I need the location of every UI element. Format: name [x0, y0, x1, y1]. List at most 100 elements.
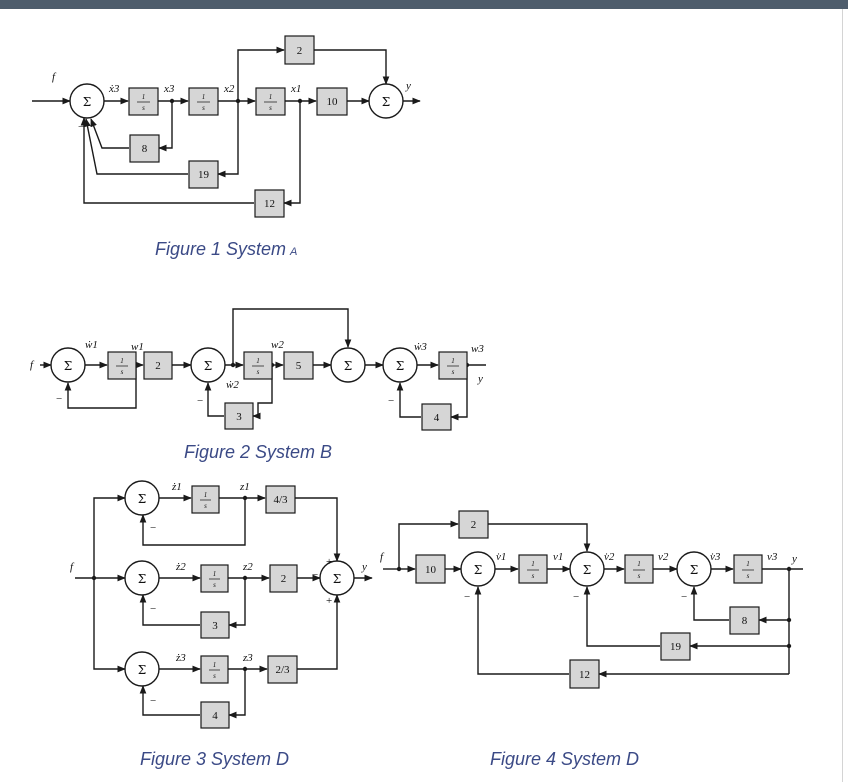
fig4-label-v3dot: v̇3: [710, 551, 721, 563]
fig4-gain-12: 12: [569, 659, 600, 689]
page-right-edge: [842, 9, 843, 782]
svg-text:Σ: Σ: [138, 572, 146, 586]
fig4-summer-1: Σ: [460, 551, 496, 587]
fig3-summer-2: Σ: [124, 560, 160, 596]
fig2-summer-4: Σ: [382, 347, 418, 383]
fig4-gain-2: 2: [458, 510, 489, 539]
fig2-summer-2: Σ: [190, 347, 226, 383]
fig4-summer-3: Σ: [676, 551, 712, 587]
fig2-label-f: f: [30, 359, 35, 371]
svg-text:s: s: [202, 104, 205, 112]
fig4-minus-1: −: [464, 591, 470, 603]
fig3-label-z3dot: ż3: [175, 652, 186, 664]
svg-text:2/3: 2/3: [275, 664, 290, 676]
svg-text:1: 1: [202, 93, 206, 101]
svg-text:s: s: [638, 572, 641, 580]
top-bar: [0, 0, 848, 9]
fig3-plus-top: +: [326, 556, 332, 568]
fig2-summer-3: Σ: [330, 347, 366, 383]
fig3-label-z1dot: ż1: [171, 481, 182, 493]
fig3-gain-3: 3: [200, 611, 230, 639]
fig4-label-f: f: [380, 551, 385, 563]
svg-text:1: 1: [269, 93, 273, 101]
fig1-gain-12: 12: [254, 189, 285, 218]
svg-text:12: 12: [579, 669, 590, 681]
svg-text:3: 3: [236, 411, 242, 423]
fig4-integrator-2: 1 s: [624, 554, 654, 584]
svg-text:8: 8: [742, 615, 748, 627]
svg-text:Σ: Σ: [64, 359, 72, 373]
fig3-gain-4-3: 4/3: [265, 485, 296, 514]
svg-text:s: s: [269, 104, 272, 112]
fig2-label-w3dot: ẇ3: [414, 341, 427, 353]
fig1-gain-8: 8: [129, 134, 160, 163]
fig2-label-w2dot: ẇ2: [226, 379, 239, 391]
svg-text:Σ: Σ: [344, 359, 352, 373]
fig2-gain-4: 4: [421, 403, 452, 431]
fig1-label-x1: x1: [290, 83, 301, 95]
svg-text:s: s: [257, 368, 260, 376]
fig3-label-z2dot: ż2: [175, 561, 186, 573]
fig1-label-x2: x2: [223, 83, 235, 95]
fig2-integrator-2: 1 s: [243, 351, 273, 380]
svg-text:5: 5: [296, 360, 302, 372]
fig1-integrator-3: 1 s: [255, 87, 286, 116]
figure-3-system-d-parallel: Σ Σ Σ Σ − − − + − + 1 s 1 s: [70, 480, 373, 769]
fig3-gain-2-3: 2/3: [267, 655, 298, 684]
figure-1-system-a: Σ Σ − 1 s 1 s 1 s 2: [32, 35, 421, 259]
svg-text:19: 19: [198, 169, 210, 181]
svg-text:1: 1: [142, 93, 146, 101]
fig4-integrator-3: 1 s: [733, 554, 763, 584]
svg-text:s: s: [213, 581, 216, 589]
svg-text:2: 2: [471, 519, 477, 531]
svg-text:1: 1: [531, 560, 535, 568]
fig2-gain-3: 3: [224, 402, 254, 430]
svg-text:Σ: Σ: [396, 359, 404, 373]
svg-text:Σ: Σ: [382, 95, 390, 109]
svg-text:s: s: [204, 502, 207, 510]
fig4-label-v2: v2: [658, 551, 669, 563]
svg-text:1: 1: [120, 357, 124, 365]
fig3-summer-1: Σ: [124, 480, 160, 516]
fig2-integrator-3: 1 s: [438, 351, 468, 380]
fig4-integrator-1: 1 s: [518, 554, 548, 584]
fig3-integrator-1: 1 s: [191, 485, 220, 514]
fig2-gain-2: 2: [143, 351, 173, 380]
svg-text:2: 2: [297, 45, 303, 57]
svg-text:s: s: [142, 104, 145, 112]
fig1-gain-10: 10: [316, 87, 348, 116]
fig3-integrator-3: 1 s: [200, 655, 229, 684]
fig4-gain-19: 19: [660, 632, 691, 661]
fig4-minus-2: −: [573, 591, 579, 603]
svg-text:Σ: Σ: [333, 572, 341, 586]
fig3-gain-2: 2: [269, 564, 298, 593]
fig1-label-f: f: [52, 71, 57, 83]
fig1-gain-2: 2: [284, 35, 315, 65]
fig3-minus-mid: −: [312, 569, 318, 581]
figure-4-caption: Figure 4 System D: [490, 749, 639, 769]
figure-2-system-b: Σ Σ Σ Σ − − − 1 s 1 s: [30, 308, 486, 462]
svg-text:s: s: [121, 368, 124, 376]
svg-text:1: 1: [213, 661, 217, 669]
svg-text:Σ: Σ: [474, 563, 482, 577]
fig1-minus-sign: −: [78, 121, 84, 133]
svg-text:s: s: [452, 368, 455, 376]
svg-text:4/3: 4/3: [273, 494, 288, 506]
svg-text:4: 4: [212, 710, 218, 722]
svg-text:Σ: Σ: [138, 492, 146, 506]
fig2-label-w3: w3: [471, 343, 484, 355]
fig3-minus-1: −: [150, 522, 156, 534]
svg-text:1: 1: [451, 357, 455, 365]
fig3-label-y: y: [361, 561, 367, 573]
figure-4-system-d-cascade: Σ Σ Σ − − − 1 s 1 s 1 s: [380, 510, 803, 769]
fig3-minus-2: −: [150, 603, 156, 615]
fig4-gain-8: 8: [729, 606, 760, 635]
svg-text:s: s: [747, 572, 750, 580]
fig1-label-x3dot: ẋ3: [108, 83, 120, 95]
svg-text:1: 1: [746, 560, 750, 568]
svg-text:Σ: Σ: [583, 563, 591, 577]
fig1-label-y: y: [405, 80, 411, 92]
svg-text:3: 3: [212, 620, 218, 632]
